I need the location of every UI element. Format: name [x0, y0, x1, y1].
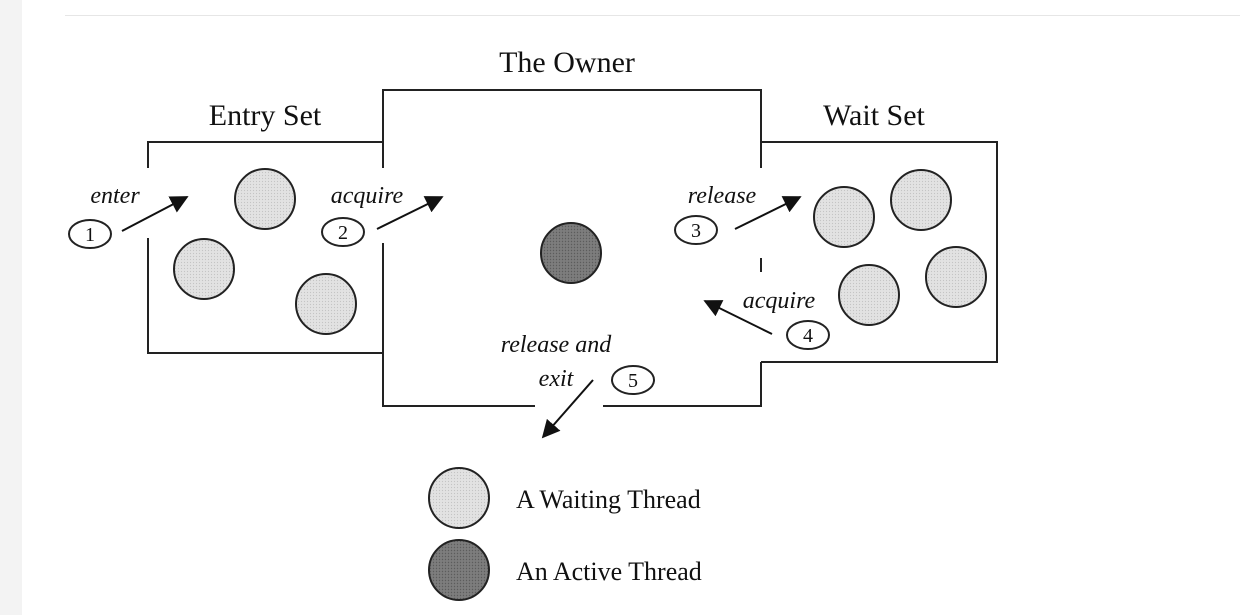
- step-number: 5: [628, 370, 638, 392]
- waiting-thread-legend-icon: [428, 467, 490, 529]
- entry-set-box: [147, 141, 384, 354]
- step-label: enter: [90, 183, 140, 209]
- waiting-thread: [890, 169, 952, 231]
- owner-box: [382, 89, 762, 407]
- step-number: 4: [803, 325, 813, 347]
- step-number: 1: [85, 224, 95, 246]
- waiting-thread: [838, 264, 900, 326]
- owner-title: The Owner: [499, 46, 635, 79]
- step-5-release-exit: release and exit 5: [501, 332, 655, 439]
- step-label: release: [688, 183, 757, 209]
- step-2-acquire: acquire 2: [321, 183, 444, 247]
- waiting-thread: [925, 246, 987, 308]
- arrow-icon: [121, 196, 189, 232]
- step-number: 3: [691, 220, 701, 242]
- wait-set-box: [760, 141, 998, 363]
- waiting-thread: [234, 168, 296, 230]
- page-canvas: [22, 0, 1240, 615]
- top-divider: [65, 15, 1240, 16]
- arrow-icon: [703, 300, 773, 335]
- legend-waiting-label: A Waiting Thread: [516, 485, 701, 514]
- step-3-release: release 3: [674, 183, 802, 245]
- entry-set-title: Entry Set: [209, 99, 322, 132]
- step-4-acquire: acquire 4: [703, 288, 830, 350]
- arrow-icon: [734, 196, 802, 230]
- step-number: 2: [338, 222, 348, 244]
- arrow-icon: [376, 196, 444, 230]
- active-thread-legend-icon: [428, 539, 490, 601]
- step-label: acquire: [331, 183, 404, 209]
- step-label: acquire: [743, 288, 816, 314]
- arrow-icon: [541, 379, 594, 439]
- waiting-thread: [173, 238, 235, 300]
- step-label-line2: exit: [539, 366, 575, 392]
- waiting-thread: [813, 186, 875, 248]
- legend-active-label: An Active Thread: [516, 557, 702, 586]
- active-thread: [540, 222, 602, 284]
- wait-set-title: Wait Set: [823, 99, 925, 132]
- legend: A Waiting Thread An Active Thread: [428, 467, 702, 601]
- step-label-line1: release and: [501, 332, 612, 358]
- waiting-thread: [295, 273, 357, 335]
- step-1-enter: enter 1: [68, 183, 189, 249]
